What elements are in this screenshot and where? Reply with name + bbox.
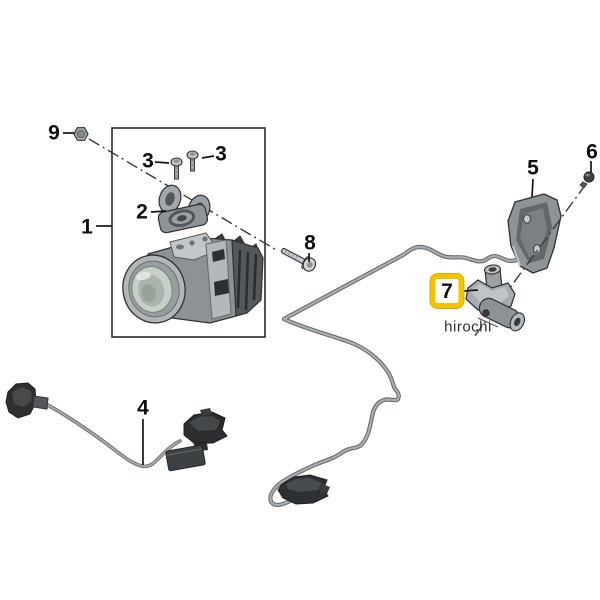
switch-clamp-part-7 — [465, 264, 526, 332]
leader-5 — [531, 178, 534, 198]
callout-4: 4 — [137, 396, 149, 420]
bolt-part-8 — [280, 247, 317, 272]
wiring-harness-part-4 — [5, 382, 228, 472]
leader-7 — [463, 289, 479, 292]
screw-part-3-right — [186, 150, 199, 172]
clamp-bracket-part-2 — [157, 184, 211, 234]
watermark: hirochi — [444, 318, 492, 336]
leader-3b — [201, 155, 215, 159]
leader-lines — [63, 132, 592, 465]
screw-part-3-left — [170, 157, 183, 180]
leader-3a — [154, 161, 170, 164]
assembly-axis-left — [88, 138, 279, 252]
main-cable-connector — [277, 474, 330, 505]
callout-6: 6 — [586, 140, 598, 164]
mounting-bracket-part-5 — [507, 193, 562, 274]
callout-3b: 3 — [215, 142, 227, 166]
nut-part-9 — [73, 127, 89, 141]
callout-1: 1 — [81, 215, 93, 239]
callout-7-highlight[interactable]: 7 — [430, 274, 464, 308]
callout-5: 5 — [527, 156, 539, 180]
leader-2 — [150, 210, 167, 213]
led-lamp — [122, 232, 264, 324]
callout-7: 7 — [441, 279, 453, 303]
screw-part-6 — [579, 171, 595, 189]
callout-3a: 3 — [142, 149, 154, 173]
callout-8: 8 — [304, 231, 316, 255]
main-harness-cable — [268, 244, 535, 508]
callout-9: 9 — [48, 121, 60, 145]
callout-2: 2 — [136, 200, 148, 224]
